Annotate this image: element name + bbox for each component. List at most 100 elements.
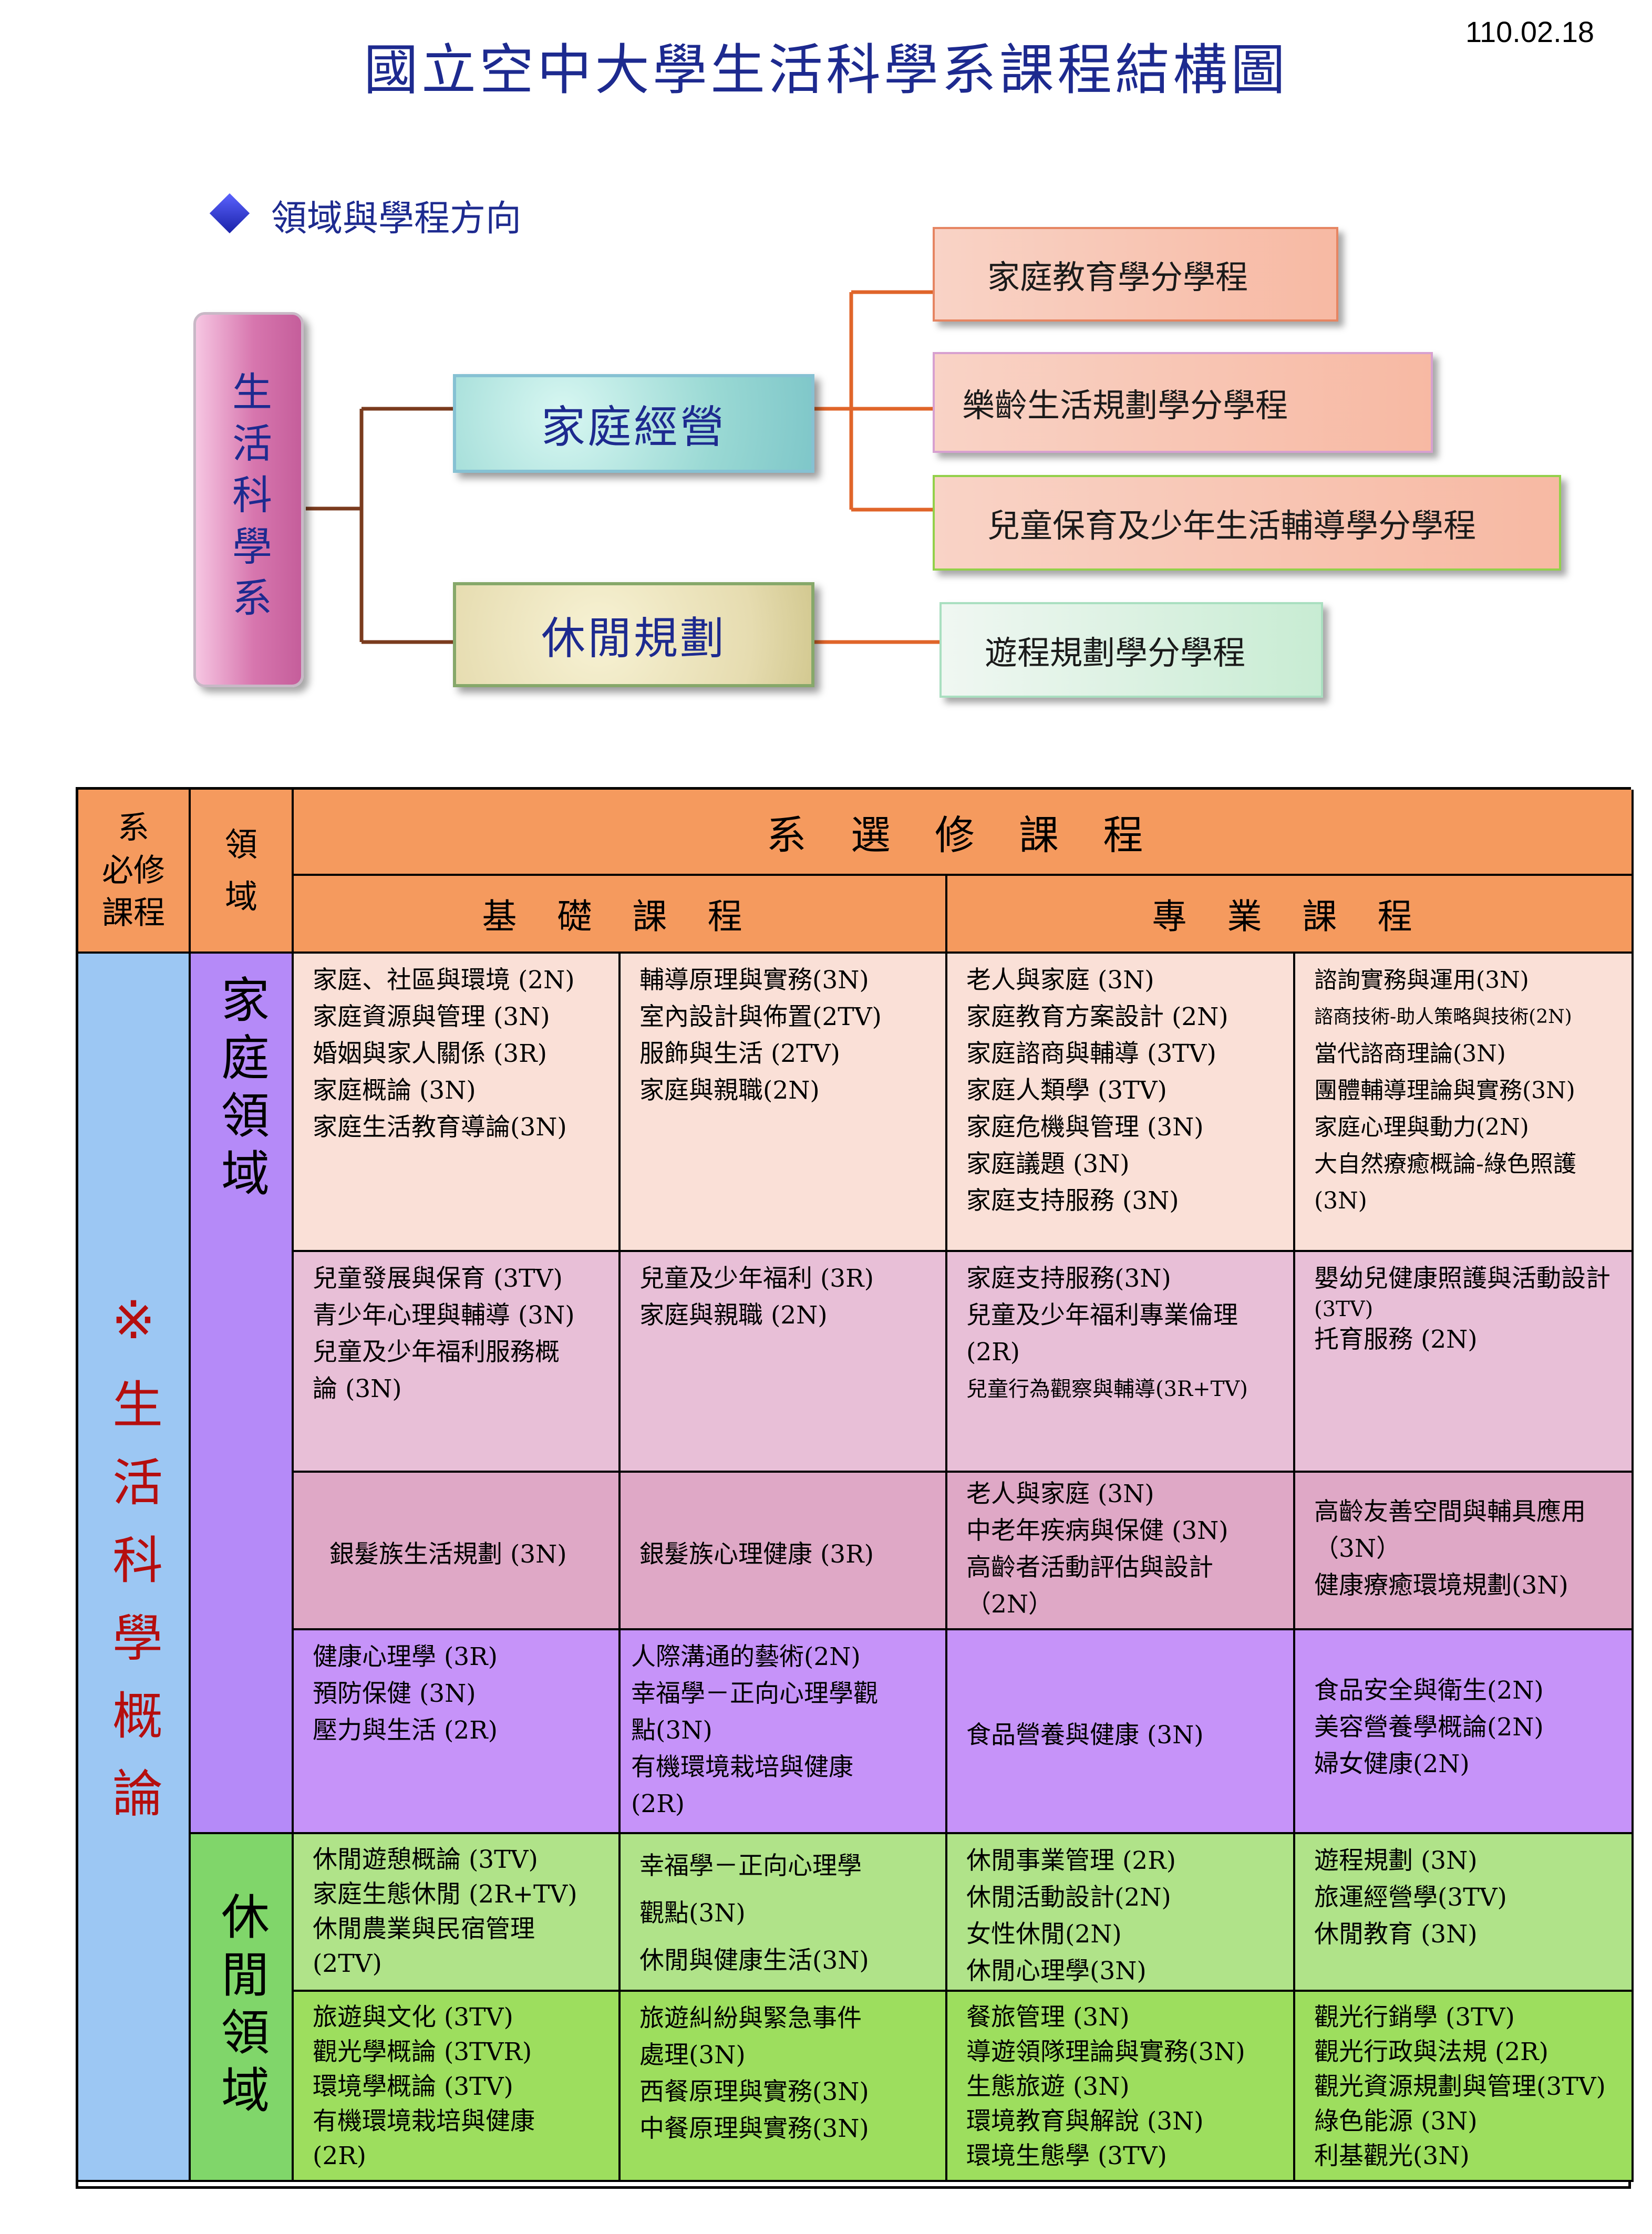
program-label: 兒童保育及少年生活輔導學分學程 xyxy=(987,506,1477,545)
course-cell-professional: 高齡友善空間與輔具應用 （3N） 健康療癒環境規劃(3N) xyxy=(1295,1473,1634,1630)
course-cell-basic: 健康心理學 (3R) 預防保健 (3N) 壓力與生活 (2R) xyxy=(294,1630,621,1834)
course-item: 服飾與生活 (2TV) xyxy=(639,1039,840,1068)
course-item: 家庭概論 (3N) xyxy=(313,1076,476,1105)
course-item: 觀點(3N) xyxy=(639,1899,746,1928)
course-item: 家庭與親職 (2N) xyxy=(639,1301,828,1330)
course-item: 家庭、社區與環境 (2N) xyxy=(313,966,575,995)
course-item: 生態旅遊 (3N) xyxy=(966,2072,1130,2101)
course-item: 老人與家庭 (3N) xyxy=(966,966,1154,995)
program-label: 遊程規劃學分學程 xyxy=(985,634,1246,672)
course-item: 諮商技術-助人策略與技術(2N) xyxy=(1314,1006,1572,1028)
course-item: 婚姻與家人關係 (3R) xyxy=(313,1039,547,1068)
course-item: 餐旅管理 (3N) xyxy=(966,2003,1130,2032)
course-item: 家庭支持服務(3N) xyxy=(966,1264,1171,1293)
course-item: 觀光學概論 (3TVR) xyxy=(313,2038,532,2066)
required-course-column: ※生活科學概論 xyxy=(78,954,191,2182)
department-label: 生活科學系 xyxy=(225,371,272,628)
course-item: (2TV) xyxy=(313,1949,382,1978)
course-item: (2R) xyxy=(631,1790,685,1818)
course-cell-professional: 食品營養與健康 (3N) xyxy=(947,1630,1295,1834)
area-label-family: 家庭經營 xyxy=(541,401,726,453)
course-item: 幸福學－正向心理學 xyxy=(639,1852,862,1880)
course-item: 室內設計與佈置(2TV) xyxy=(639,1002,882,1031)
course-item: 觀光行政與法規 (2R) xyxy=(1314,2038,1548,2066)
course-item: 銀髮族心理健康 (3R) xyxy=(639,1540,874,1569)
course-item: 家庭生態休閒 (2R+TV) xyxy=(313,1880,577,1909)
course-item: 旅遊糾紛與緊急事件 xyxy=(639,2004,862,2033)
reference-mark-icon: ※ xyxy=(102,1289,164,1378)
course-item: 環境教育與解說 (3N) xyxy=(966,2107,1204,2136)
course-item: 壓力與生活 (2R) xyxy=(313,1716,498,1745)
header-basic-courses: 基 礎 課 程 xyxy=(294,876,947,954)
course-item: 休閒與健康生活(3N) xyxy=(639,1946,869,1975)
course-item: (2R) xyxy=(313,2142,366,2170)
program-box-family-education: 家庭教育學分學程 xyxy=(933,227,1338,322)
course-cell-professional: 諮詢實務與運用(3N) 諮商技術-助人策略與技術(2N) 當代諮商理論(3N) … xyxy=(1295,954,1634,1252)
page-title: 國立空中大學生活科學系課程結構圖 xyxy=(363,38,1288,102)
course-item: 西餐原理與實務(3N) xyxy=(639,2077,869,2106)
program-box-itinerary-planning: 遊程規劃學分學程 xyxy=(939,602,1323,698)
course-cell-basic: 家庭、社區與環境 (2N) 家庭資源與管理 (3N) 婚姻與家人關係 (3R) … xyxy=(294,954,621,1252)
course-item: 家庭危機與管理 (3N) xyxy=(966,1113,1204,1142)
header-area-line: 領 xyxy=(224,825,257,864)
course-item: 食品安全與衛生(2N) xyxy=(1314,1676,1544,1705)
course-item: 中餐原理與實務(3N) xyxy=(639,2114,869,2143)
course-item: 休閒教育 (3N) xyxy=(1314,1920,1478,1949)
header-area-line: 域 xyxy=(224,877,257,916)
course-item: 老人與家庭 (3N) xyxy=(966,1480,1154,1508)
course-item: 健康療癒環境規劃(3N) xyxy=(1314,1571,1568,1600)
course-item: 家庭支持服務 (3N) xyxy=(966,1186,1179,1215)
course-item: 觀光資源規劃與管理(3TV) xyxy=(1314,2072,1606,2101)
course-item: 團體輔導理論與實務(3N) xyxy=(1314,1077,1575,1104)
course-item: 有機環境栽培與健康 xyxy=(313,2107,535,2136)
course-item: 點(3N) xyxy=(631,1716,713,1745)
course-item: 大自然療癒概論-綠色照護 xyxy=(1314,1151,1576,1177)
course-item: 婦女健康(2N) xyxy=(1314,1750,1470,1778)
course-item: 女性休閒(2N) xyxy=(966,1920,1122,1949)
course-item: 美容營養學概論(2N) xyxy=(1314,1713,1544,1742)
course-item: 休閒遊憩概論 (3TV) xyxy=(313,1845,538,1874)
area-family-column: 家庭領域 xyxy=(191,954,294,1834)
required-course-name: 生活科學概論 xyxy=(104,1378,163,1845)
course-item: 論 (3N) xyxy=(313,1374,402,1403)
course-cell-professional: 休閒事業管理 (2R) 休閒活動設計(2N) 女性休閒(2N) 休閒心理學(3N… xyxy=(947,1834,1295,1992)
course-item: 中老年疾病與保健 (3N) xyxy=(966,1516,1228,1545)
area-box-family: 家庭經營 xyxy=(453,374,814,473)
course-item: 導遊領隊理論與實務(3N) xyxy=(966,2038,1245,2066)
course-item: 諮詢實務與運用(3N) xyxy=(1314,967,1529,994)
program-box-senior-living: 樂齡生活規劃學分學程 xyxy=(933,352,1433,453)
course-item: 人際溝通的藝術(2N) xyxy=(631,1642,861,1671)
course-item: 遊程規劃 (3N) xyxy=(1314,1846,1478,1875)
course-item: 兒童及少年福利 (3R) xyxy=(639,1264,874,1293)
header-required-line: 必修 xyxy=(102,852,165,889)
program-box-child-care: 兒童保育及少年生活輔導學分學程 xyxy=(933,475,1561,571)
header-area: 領 域 xyxy=(191,790,294,954)
header-required-courses: 系 必修 課程 xyxy=(78,790,191,954)
course-cell-basic: 兒童及少年福利 (3R) 家庭與親職 (2N) xyxy=(621,1252,947,1473)
course-item: 嬰幼兒健康照護與活動設計 xyxy=(1314,1264,1610,1293)
course-item: 休閒心理學(3N) xyxy=(966,1957,1147,1985)
course-item: （2N） xyxy=(966,1590,1054,1619)
area-leisure-column: 休閒領域 xyxy=(191,1834,294,2182)
course-cell-basic: 兒童發展與保育 (3TV) 青少年心理與輔導 (3N) 兒童及少年福利服務概 論… xyxy=(294,1252,621,1473)
course-item: 幸福學－正向心理學觀 xyxy=(631,1679,878,1708)
course-item: 兒童及少年福利專業倫理 xyxy=(966,1301,1238,1330)
date-stamp: 110.02.18 xyxy=(1465,15,1594,48)
course-item: 休閒事業管理 (2R) xyxy=(966,1846,1176,1875)
course-cell-professional: 食品安全與衛生(2N) 美容營養學概論(2N) 婦女健康(2N) xyxy=(1295,1630,1634,1834)
course-item: 家庭議題 (3N) xyxy=(966,1150,1130,1178)
course-item: 休閒活動設計(2N) xyxy=(966,1883,1171,1912)
area-family-label: 家庭領域 xyxy=(213,975,270,1206)
course-cell-basic: 人際溝通的藝術(2N) 幸福學－正向心理學觀 點(3N) 有機環境栽培與健康 (… xyxy=(621,1630,947,1834)
course-cell-professional: 老人與家庭 (3N) 家庭教育方案設計 (2N) 家庭諮商與輔導 (3TV) 家… xyxy=(947,954,1295,1252)
course-item: 觀光行銷學 (3TV) xyxy=(1314,2003,1515,2032)
course-item: 家庭人類學 (3TV) xyxy=(966,1076,1167,1105)
course-cell-professional: 觀光行銷學 (3TV) 觀光行政與法規 (2R) 觀光資源規劃與管理(3TV) … xyxy=(1295,1992,1634,2182)
header-required-line: 課程 xyxy=(102,894,165,932)
course-cell-professional: 遊程規劃 (3N) 旅運經營學(3TV) 休閒教育 (3N) xyxy=(1295,1834,1634,1992)
course-item: 兒童及少年福利服務概 xyxy=(313,1338,560,1367)
program-label: 家庭教育學分學程 xyxy=(987,258,1248,296)
course-item: 銀髮族生活規劃 (3N) xyxy=(329,1540,567,1569)
course-item: (3N) xyxy=(1314,1187,1367,1214)
area-box-leisure: 休閒規劃 xyxy=(453,582,814,687)
